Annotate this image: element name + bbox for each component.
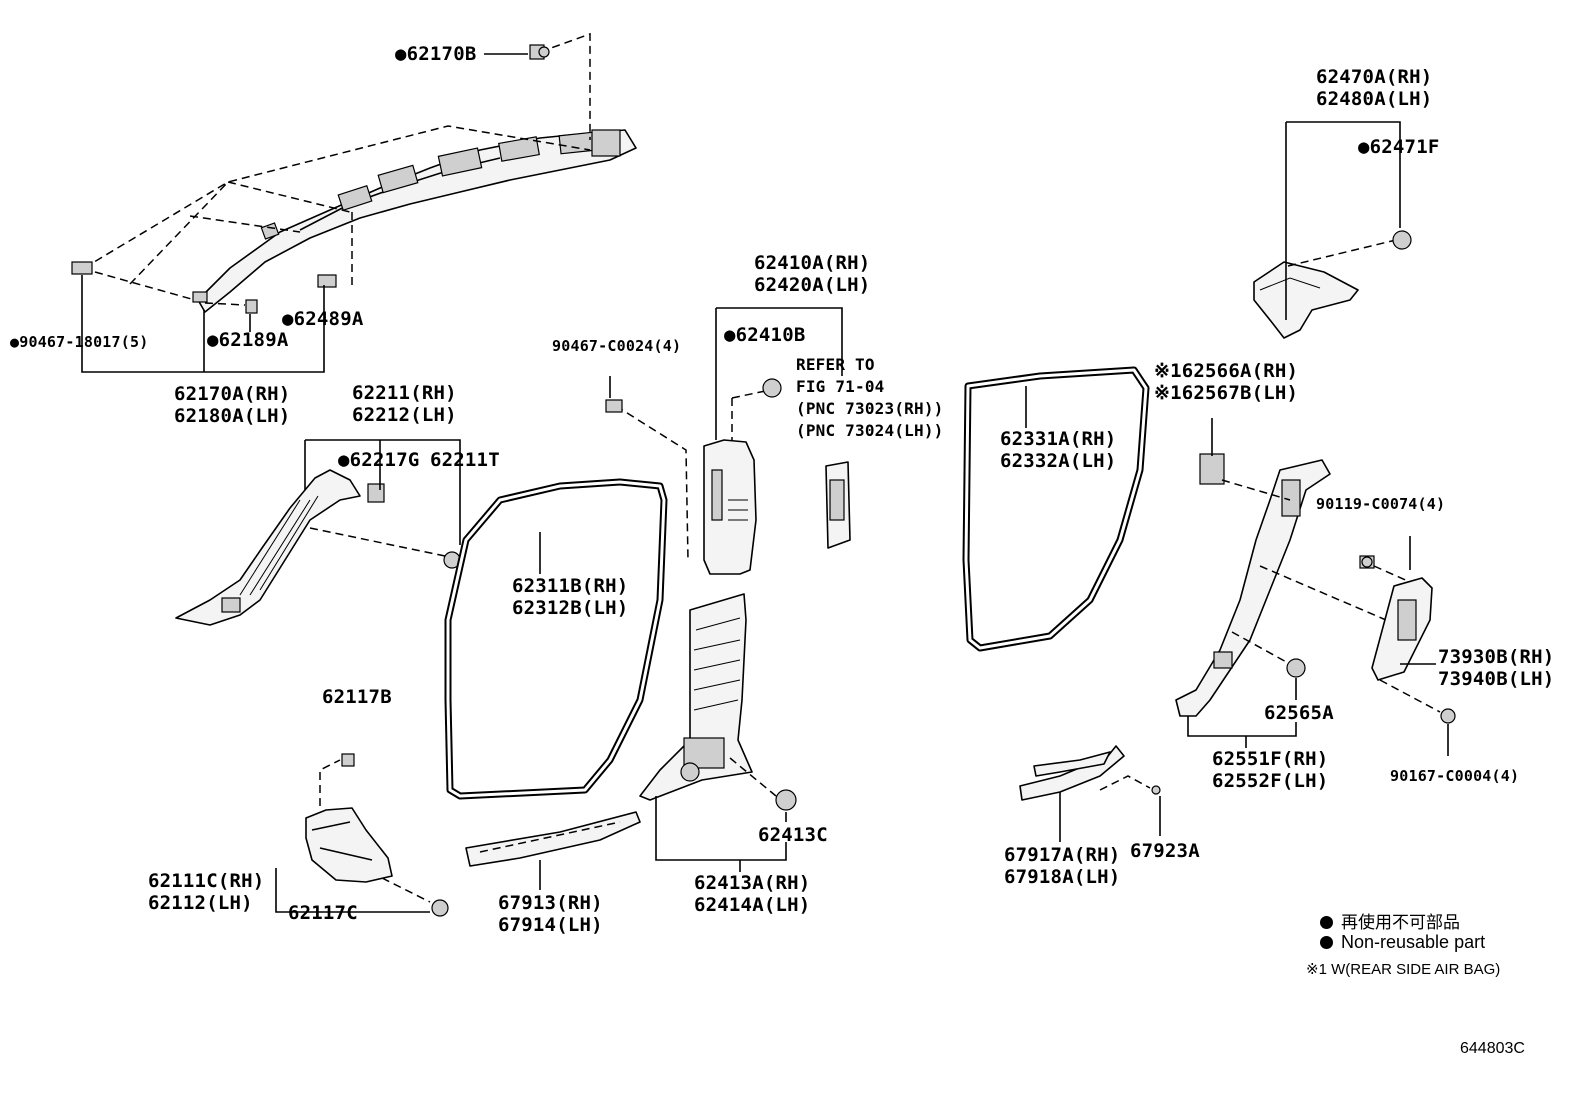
front-door-weatherstrip-part [444, 478, 668, 800]
center-pillar-lower-garnish-part [639, 593, 753, 801]
label-62420A: 62420A(LH) [754, 274, 871, 296]
bullet-icon [1320, 916, 1333, 929]
seat-belt-cover-part [1371, 577, 1433, 681]
label-62413A: 62413A(RH) [694, 872, 811, 894]
label-62471F: ●62471F [1358, 136, 1440, 158]
bolt-icon [1440, 708, 1456, 724]
label-62410B: ●62410B [724, 324, 806, 346]
label-62180A: 62180A(LH) [174, 405, 291, 427]
label-67918A: 67918A(LH) [1004, 866, 1121, 888]
seat-belt-anchor-part [825, 461, 851, 549]
ref-line-3: (PNC 73023(RH)) [796, 399, 944, 418]
clip-icon [762, 378, 782, 398]
label-62413C: 62413C [758, 824, 828, 846]
clip-icon [431, 899, 449, 917]
bolt-icon [1359, 555, 1375, 569]
ref-line-1: REFER TO [796, 355, 875, 374]
clip-icon [71, 44, 550, 314]
legend-en: Non-reusable part [1320, 932, 1485, 953]
label-62565A: 62565A [1264, 702, 1334, 724]
label-62112: 62112(LH) [148, 892, 253, 914]
roof-side-garnish-part [197, 129, 637, 313]
label-62414A: 62414A(LH) [694, 894, 811, 916]
front-pillar-garnish-part [175, 469, 385, 626]
diagram-code: 644803C [1460, 1040, 1525, 1057]
label-62217G: ●62217G [338, 449, 420, 471]
roof-side-inner-garnish-part [1253, 261, 1359, 339]
bullet-icon [1320, 936, 1333, 949]
label-73930B: 73930B(RH) [1438, 646, 1555, 668]
clip-icon [1286, 658, 1306, 678]
ref-line-4: (PNC 73024(LH)) [796, 421, 944, 440]
clip-icon [605, 399, 623, 413]
label-67913: 67913(RH) [498, 892, 603, 914]
label-67923A: 67923A [1130, 840, 1200, 862]
label-62211: 62211(RH) [352, 382, 457, 404]
label-90167-C0004: 90167-C0004(4) [1390, 767, 1520, 785]
label-62489A: ●62489A [282, 308, 364, 330]
clip-icon [1392, 230, 1412, 250]
cowl-side-trim-part [305, 807, 393, 883]
label-62170B: ●62170B [395, 43, 477, 65]
label-62566A: ※162566A(RH) [1154, 360, 1299, 382]
ref-line-2: FIG 71-04 [796, 377, 885, 396]
legend-jp: 再使用不可部品 [1320, 908, 1460, 933]
center-pillar-upper-garnish-part [703, 439, 757, 575]
label-62332A: 62332A(LH) [1000, 450, 1117, 472]
rear-pillar-garnish-part [1175, 453, 1331, 717]
label-67917A: 67917A(RH) [1004, 844, 1121, 866]
rear-scuff-plate-part [1019, 745, 1125, 801]
label-62117C: 62117C [288, 902, 358, 924]
legend-note: ※1 W(REAR SIDE AIR BAG) [1306, 961, 1501, 978]
label-73940B: 73940B(LH) [1438, 668, 1555, 690]
label-90119-C0074: 90119-C0074(4) [1316, 495, 1446, 513]
label-62312B: 62312B(LH) [512, 597, 629, 619]
label-67914: 67914(LH) [498, 914, 603, 936]
label-62410A: 62410A(RH) [754, 252, 871, 274]
label-62211T: 62211T [430, 449, 500, 471]
label-62551F: 62551F(RH) [1212, 748, 1329, 770]
label-62189A: ●62189A [207, 329, 289, 351]
clip-icon [775, 789, 797, 811]
label-62567B: ※162567B(LH) [1154, 382, 1299, 404]
rear-door-weatherstrip-part [962, 366, 1150, 652]
label-62480A: 62480A(LH) [1316, 88, 1433, 110]
label-62111C: 62111C(RH) [148, 870, 265, 892]
label-62170A: 62170A(RH) [174, 383, 291, 405]
label-90467-C0024: 90467-C0024(4) [552, 337, 682, 355]
label-62212: 62212(LH) [352, 404, 457, 426]
label-62552F: 62552F(LH) [1212, 770, 1329, 792]
label-62117B: 62117B [322, 686, 392, 708]
scuff-plate-part [465, 811, 641, 867]
label-62470A: 62470A(RH) [1316, 66, 1433, 88]
label-62311B: 62311B(RH) [512, 575, 629, 597]
label-62331A: 62331A(RH) [1000, 428, 1117, 450]
label-90467-18017: ●90467-18017(5) [10, 333, 149, 351]
